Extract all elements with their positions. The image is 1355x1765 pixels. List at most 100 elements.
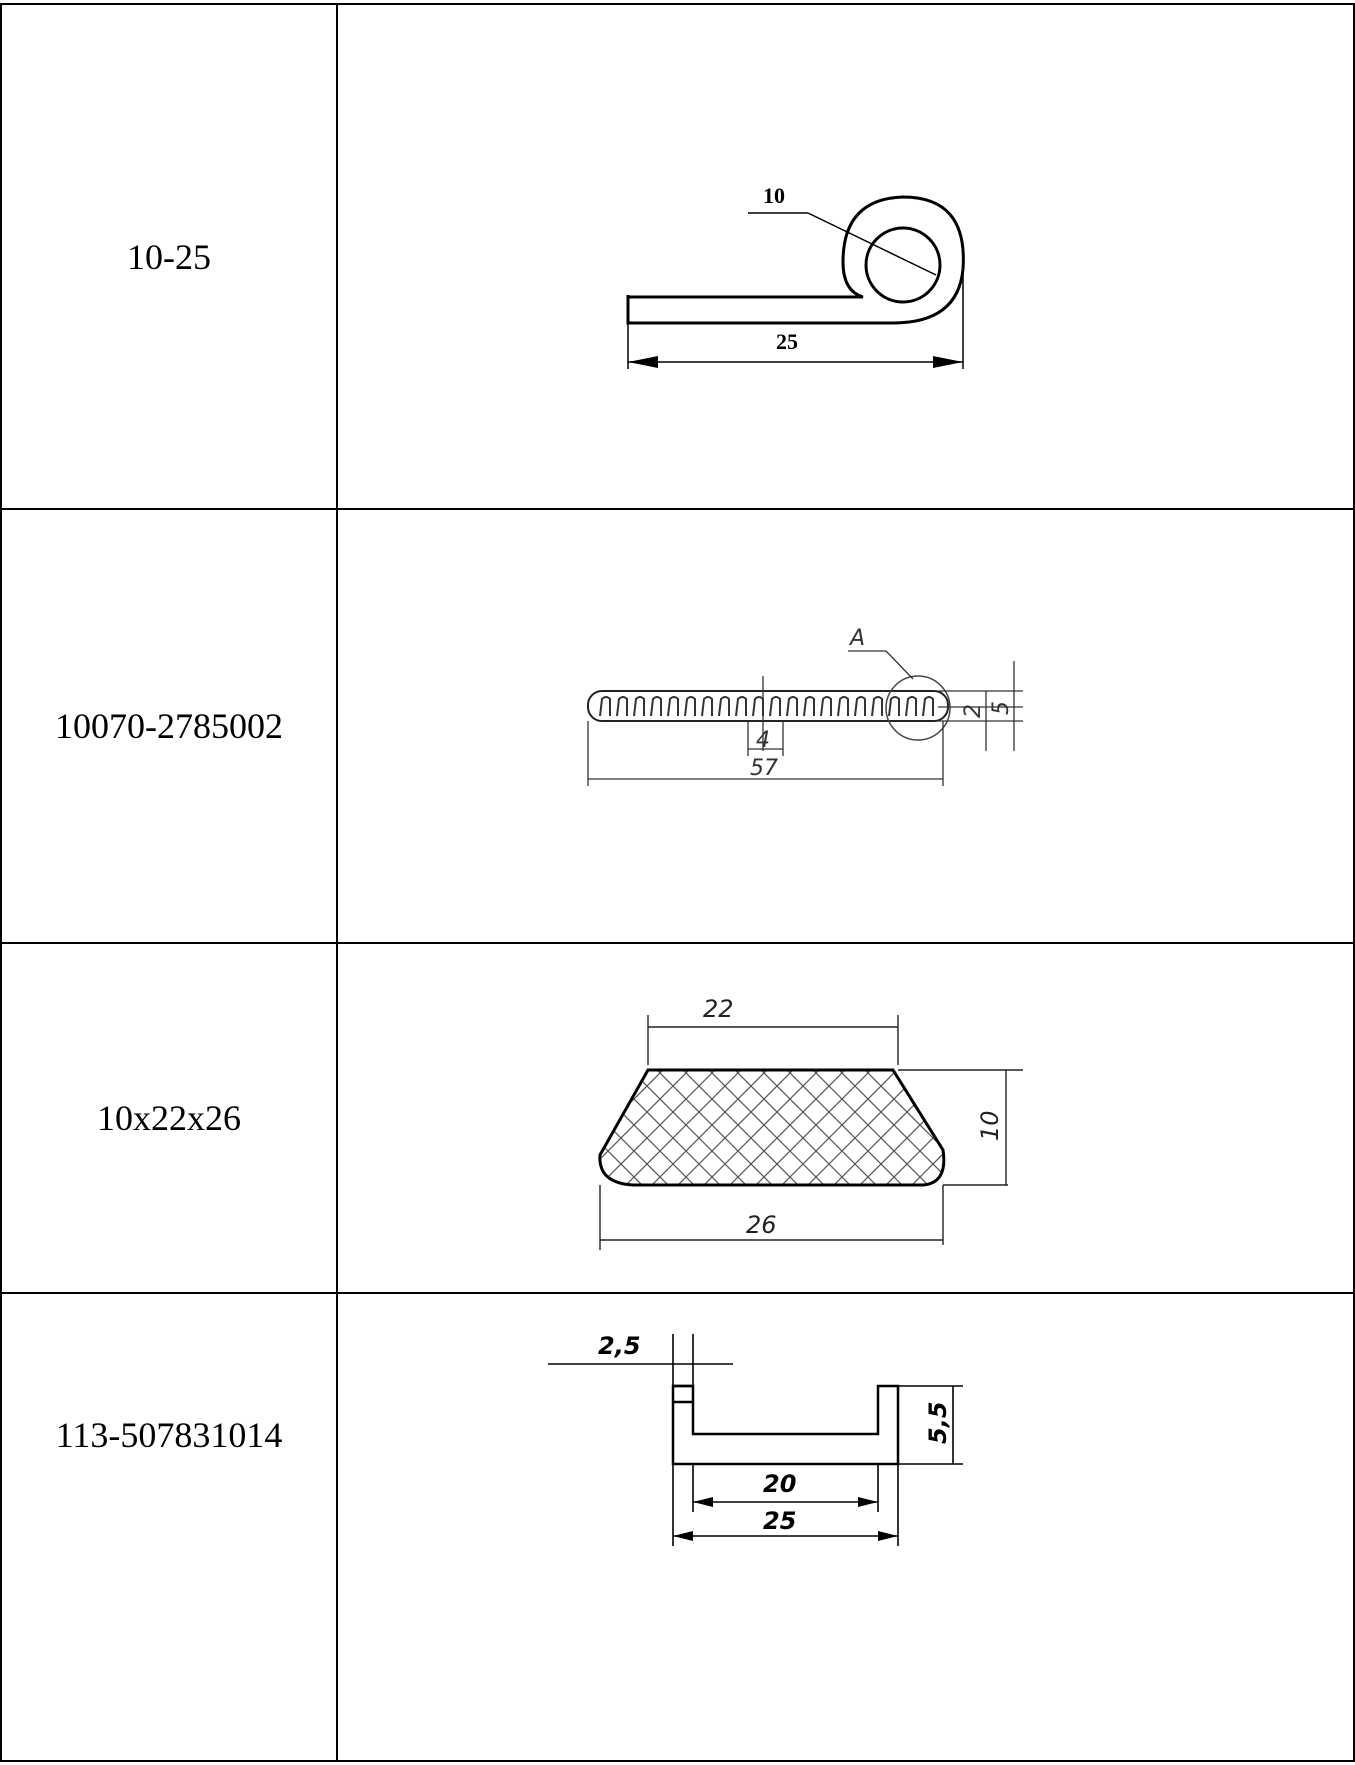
table-row: 10x22x26 <box>0 942 1355 1294</box>
profile-code: 113-507831014 <box>0 1292 338 1762</box>
profile-drawing-cell: 10 25 <box>336 3 1355 510</box>
hatch-line <box>338 1055 418 1195</box>
hatch-line <box>1006 1055 1146 1195</box>
rib-mark <box>633 696 645 717</box>
rib-mark <box>667 696 679 717</box>
hatch-line <box>599 1070 601 1185</box>
profile-code: 10x22x26 <box>0 942 338 1294</box>
table-row: 10070-2785002 <box>0 508 1355 944</box>
hatch-line <box>1214 1055 1354 1195</box>
hatch-line <box>1136 1055 1276 1195</box>
profile-code: 10070-2785002 <box>0 508 338 944</box>
rib-mark <box>718 696 730 717</box>
hatch-line <box>771 1070 913 1185</box>
rib-mark <box>701 696 713 717</box>
rib-mark <box>786 696 798 717</box>
hatch-line <box>849 1070 944 1185</box>
rib-mark <box>650 696 662 717</box>
hatch-line <box>338 1055 470 1195</box>
hatch-line <box>338 1055 444 1195</box>
hatch-line <box>954 1055 1094 1195</box>
hatch-line <box>338 1055 470 1195</box>
profile-drawing-cell: 2,5 5,5 20 25 <box>336 1292 1355 1762</box>
hatch-line <box>338 1055 418 1195</box>
hatch-line <box>693 1070 835 1185</box>
hatch-line <box>1058 1055 1198 1195</box>
hatch-line <box>1084 1055 1224 1195</box>
hatch-line <box>434 1055 574 1195</box>
dim-label: 2,5 <box>598 1332 641 1360</box>
rib-mark <box>871 696 883 717</box>
hatch-line <box>901 1070 944 1185</box>
dim-label: 26 <box>746 1211 777 1239</box>
hatch-line <box>408 1055 548 1195</box>
dim-label: 20 <box>763 1470 796 1498</box>
hatch-line <box>382 1055 522 1195</box>
profiles-table: 10-25 10 25 100 <box>0 3 1355 1762</box>
hatch-line <box>1032 1055 1172 1195</box>
dim-label: A <box>848 626 865 651</box>
hatch-line <box>1266 1055 1355 1195</box>
rib-mark <box>820 696 832 717</box>
rib-mark <box>905 696 917 717</box>
hatch-line <box>667 1070 809 1185</box>
rib-mark <box>616 696 628 717</box>
hatch-line <box>1240 1055 1355 1195</box>
rib-mark <box>922 696 934 717</box>
hatch-line <box>1110 1055 1250 1195</box>
profile-drawing-cell: A 4 57 2 5 <box>336 508 1355 944</box>
dim-label: 57 <box>750 756 778 781</box>
dim-label: 4 <box>756 728 770 753</box>
table-row: 113-507831014 <box>0 1292 1355 1762</box>
dim-label: 2 <box>961 704 986 718</box>
hatch-line <box>382 1055 522 1195</box>
hatch-line <box>1214 1055 1354 1195</box>
hatch-line <box>599 1070 705 1185</box>
dim-label: 10 <box>976 1110 1004 1141</box>
hatch-line <box>1136 1055 1276 1195</box>
rib-mark <box>854 696 866 717</box>
profile-code: 10-25 <box>0 3 338 510</box>
hatch-line <box>356 1055 496 1195</box>
hatch-line <box>1006 1055 1146 1195</box>
hatch-line <box>745 1070 887 1185</box>
hatch-line <box>1032 1055 1172 1195</box>
ribbed-strip-profile-icon: A 4 57 2 5 <box>587 626 1023 786</box>
dim-label: 22 <box>703 995 734 1023</box>
hatch-line <box>1240 1055 1355 1195</box>
hatch-line <box>641 1070 783 1185</box>
rib-mark <box>735 696 747 717</box>
hatch-line <box>434 1055 574 1195</box>
dim-label: 5,5 <box>924 1401 952 1444</box>
hatch-line <box>1162 1055 1302 1195</box>
hatch-line <box>338 1055 444 1195</box>
hatch-line <box>1188 1055 1328 1195</box>
hatch-line <box>1058 1055 1198 1195</box>
hatch-line <box>615 1070 757 1185</box>
hatch-line <box>1292 1055 1355 1195</box>
dim-label: 5 <box>989 701 1014 715</box>
hatch-line <box>599 1070 653 1185</box>
loop-seal-profile-icon: 10 25 <box>626 183 965 369</box>
trapezoid-profile-icon: 22 26 10 <box>338 995 1355 1250</box>
rib-mark <box>769 696 781 717</box>
hatch-line <box>719 1070 861 1185</box>
hatch-line <box>1266 1055 1355 1195</box>
hatch-line <box>1084 1055 1224 1195</box>
hatch-line <box>408 1055 548 1195</box>
u-channel-profile-icon: 2,5 5,5 20 25 <box>548 1332 963 1546</box>
hatch-line <box>1110 1055 1250 1195</box>
dim-label: 25 <box>776 329 798 354</box>
hatch-line <box>954 1055 1094 1195</box>
profile-drawing-cell: 22 26 10 <box>336 942 1355 1294</box>
table-row: 10-25 10 25 <box>0 3 1355 510</box>
rib-mark <box>803 696 815 717</box>
rib-mark <box>888 696 900 717</box>
rib-mark <box>837 696 849 717</box>
hatch-line <box>1188 1055 1328 1195</box>
hatch-line <box>356 1055 496 1195</box>
hatch-line <box>875 1070 944 1185</box>
hatch-line <box>599 1070 731 1185</box>
rib-mark <box>684 696 696 717</box>
hatch-line <box>1292 1055 1355 1195</box>
